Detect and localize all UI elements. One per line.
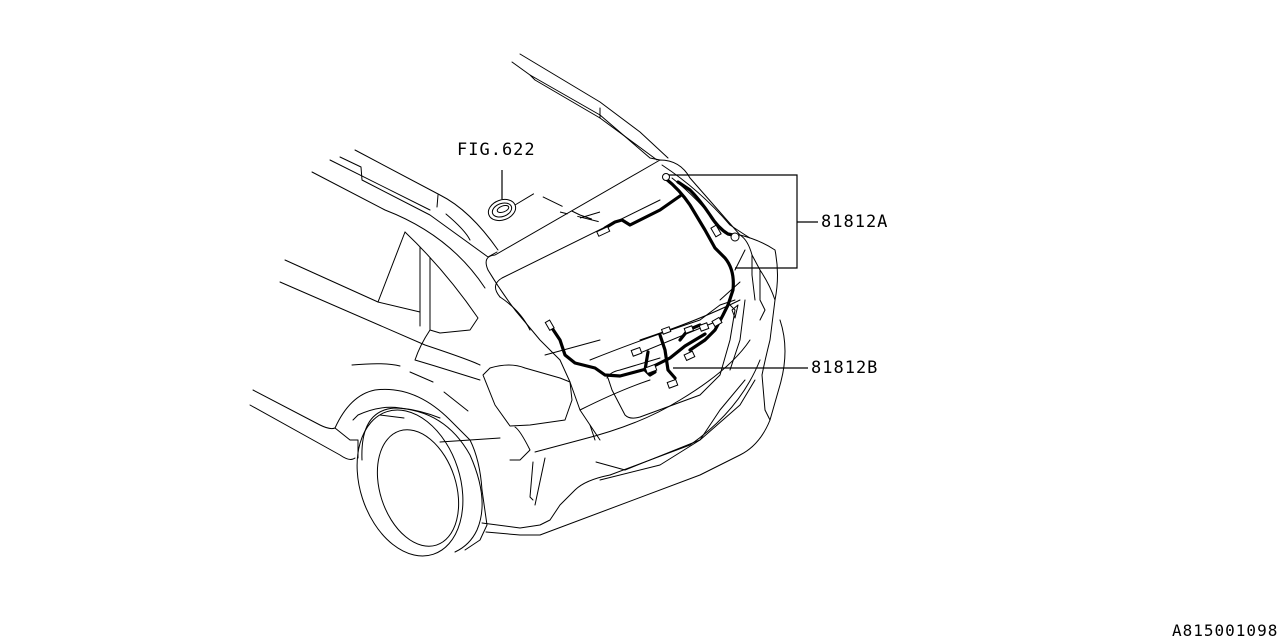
drawing-number: A815001098 xyxy=(1172,621,1279,640)
reference-dashed-line xyxy=(514,192,601,223)
rear-gate-harness xyxy=(548,176,740,380)
leader-lines xyxy=(501,170,818,369)
harness-connectors xyxy=(544,173,740,389)
roof-rail-right xyxy=(511,53,669,161)
callout-fig622[interactable]: FIG.622 xyxy=(457,140,536,160)
rear-wheel xyxy=(356,407,488,557)
callout-81812b[interactable]: 81812B xyxy=(811,358,879,378)
grommet-icon xyxy=(487,198,517,222)
rear-bumper xyxy=(439,319,786,536)
callout-81812a[interactable]: 81812A xyxy=(821,212,889,232)
roof-rail-left xyxy=(311,149,499,289)
rear-gate xyxy=(485,159,778,441)
